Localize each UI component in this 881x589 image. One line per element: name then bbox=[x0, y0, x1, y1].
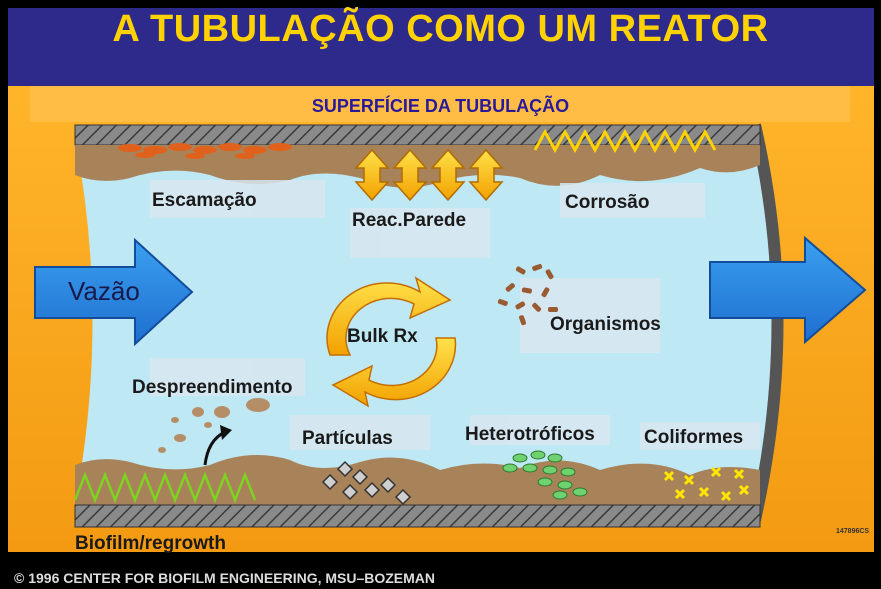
bottom-pipe-wall bbox=[74, 504, 761, 528]
top-pipe-wall bbox=[74, 124, 761, 146]
pipe-surface-heading: SUPERFÍCIE DA TUBULAÇÃO bbox=[311, 96, 570, 116]
image-code: 147896CS bbox=[836, 528, 870, 535]
flow-label: Vazão bbox=[68, 276, 140, 306]
footer-band bbox=[0, 552, 881, 589]
copyright-footer: © 1996 CENTER FOR BIOFILM ENGINEERING, M… bbox=[14, 570, 436, 586]
biofilm-label: Biofilm/regrowth bbox=[75, 533, 226, 554]
particles-diamonds bbox=[321, 460, 412, 506]
scaling-label: Escamação bbox=[152, 190, 257, 211]
corrosion-label: Corrosão bbox=[565, 192, 650, 213]
inflow-arrow bbox=[34, 237, 194, 347]
pipe-end-curve bbox=[749, 123, 784, 522]
subtitle-band bbox=[30, 86, 850, 122]
corrosion-zigzag bbox=[533, 128, 717, 154]
organisms-cluster bbox=[497, 263, 558, 326]
wall-reaction-label: Reac.Parede bbox=[352, 210, 467, 231]
pipe-water bbox=[75, 138, 775, 505]
biofilm-zigzag bbox=[73, 471, 257, 504]
coliforms-cluster bbox=[663, 466, 750, 502]
particles-label: Partículas bbox=[302, 428, 393, 449]
scaling-flakes bbox=[118, 143, 292, 159]
coliforms-label: Coliformes bbox=[644, 427, 744, 448]
label-boxes bbox=[150, 180, 760, 450]
outflow-arrow bbox=[709, 235, 867, 345]
title-band bbox=[8, 8, 874, 86]
wall-reaction-arrows bbox=[354, 148, 504, 202]
detachment-label: Despreendimento bbox=[132, 377, 293, 398]
bulk-reaction-cycle bbox=[326, 276, 457, 408]
organisms-label: Organismos bbox=[550, 314, 661, 335]
heterotrophs-label: Heterotróficos bbox=[465, 424, 595, 445]
slide-title: A TUBULAÇÃO COMO UM REATOR bbox=[112, 8, 769, 50]
detachment-particles bbox=[158, 398, 270, 453]
heterotrophs-cluster bbox=[502, 450, 588, 500]
bulk-reaction-label: Bulk Rx bbox=[347, 326, 418, 347]
bottom-sediment bbox=[75, 455, 760, 505]
